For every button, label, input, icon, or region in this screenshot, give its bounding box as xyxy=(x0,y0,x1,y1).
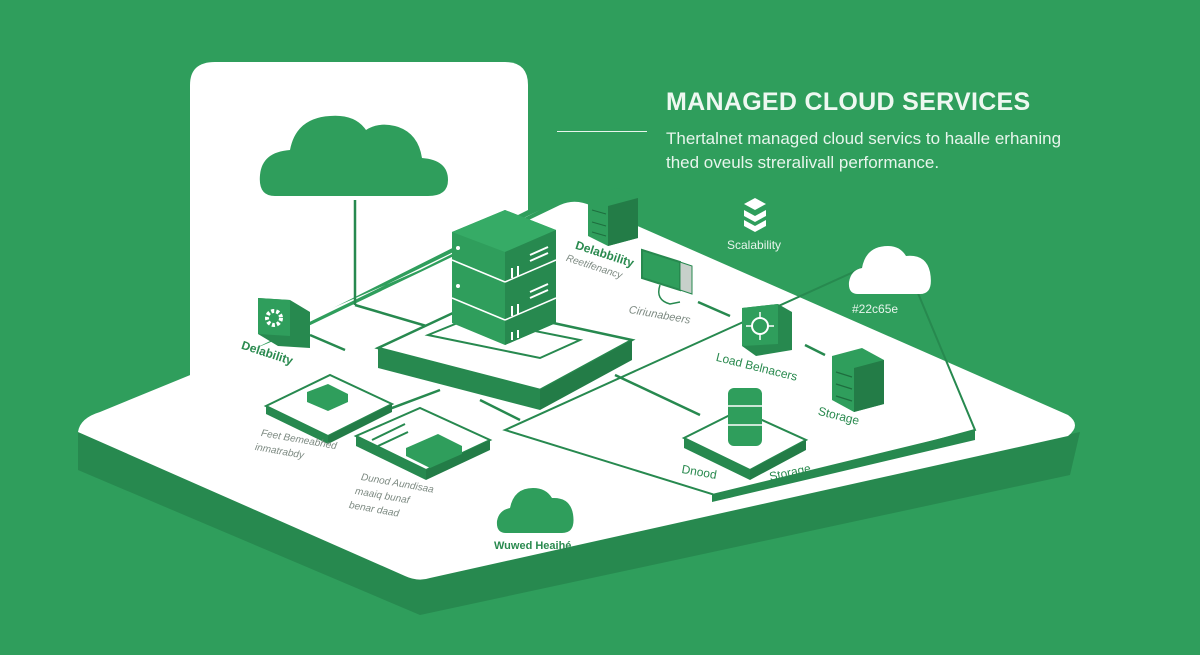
gear-icon xyxy=(258,298,310,348)
monitor-icon xyxy=(641,248,693,305)
server-rack-icon xyxy=(588,188,638,246)
stack-layers-icon xyxy=(744,198,766,232)
device-tray-2 xyxy=(353,406,493,480)
server-base-side-right xyxy=(540,340,632,410)
header-divider xyxy=(557,131,647,132)
load-balancer-icon xyxy=(742,304,792,356)
color-code-label: #22c65e xyxy=(852,302,899,316)
main-cloud-icon xyxy=(259,115,448,196)
header: MANAGED CLOUD SERVICES Thertalnet manage… xyxy=(666,88,1086,175)
platform-side xyxy=(78,432,1080,615)
storage-rack-icon xyxy=(832,348,884,412)
platform-top xyxy=(78,201,1075,580)
device-tray-1 xyxy=(263,373,395,444)
inner-tray-edge xyxy=(712,430,975,502)
server-stack-icon xyxy=(451,210,557,345)
server-base-side xyxy=(378,348,540,410)
device-icon xyxy=(406,434,462,468)
page-title: MANAGED CLOUD SERVICES xyxy=(666,88,1031,116)
database-icon xyxy=(728,388,762,446)
scalability-label: Scalability xyxy=(727,238,782,252)
page-description: Thertalnet managed cloud servics to haal… xyxy=(666,129,1062,172)
connection-lines xyxy=(309,200,826,422)
cloud-icon xyxy=(848,246,931,294)
device-icon xyxy=(307,384,348,411)
db-tray xyxy=(681,388,809,480)
bottom-cloud-label: Wuwed Heaihé xyxy=(494,540,572,552)
cloud-icon xyxy=(496,488,574,533)
